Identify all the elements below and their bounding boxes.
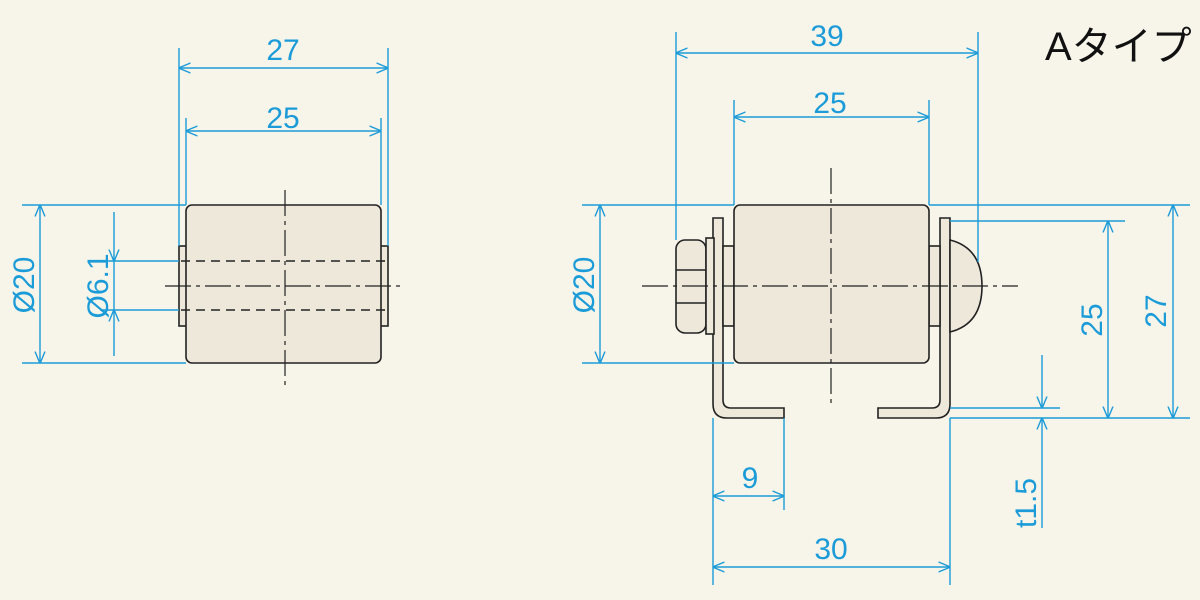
right-bracket-span-label: 30 — [814, 533, 847, 566]
bracket-left-arm — [712, 217, 785, 419]
left-roller — [165, 190, 402, 387]
left-view: 27 25 Ø20 Ø6.1 — [8, 34, 402, 387]
right-dim-thickness: t1.5 — [950, 355, 1060, 528]
left-overall-width-label: 27 — [266, 34, 299, 67]
right-bracket-height-outer-label: 27 — [1140, 294, 1173, 327]
right-dim-body-width: 25 — [733, 87, 930, 205]
right-dim-bracket-height-outer: 27 — [929, 204, 1190, 419]
right-thickness-label: t1.5 — [1010, 478, 1043, 528]
left-roller-body — [185, 204, 382, 364]
left-shaft-diameter-label: Ø6.1 — [82, 253, 115, 318]
right-overall-width-label: 39 — [810, 20, 843, 53]
left-dim-roller-diameter: Ø20 — [8, 204, 186, 364]
right-dim-bracket-span: 30 — [713, 418, 951, 585]
right-bracket-height-inner-label: 25 — [1076, 303, 1109, 336]
right-view: 39 25 Ø20 27 25 — [568, 20, 1190, 585]
right-roller-diameter-label: Ø20 — [568, 257, 601, 314]
left-dim-overall-width: 27 — [178, 34, 389, 246]
right-dim-bracket-height-inner: 25 — [950, 220, 1125, 418]
left-body-width-label: 25 — [266, 102, 299, 135]
left-dim-shaft-diameter: Ø6.1 — [82, 212, 179, 356]
right-bracket — [712, 217, 951, 419]
left-roller-diameter-label: Ø20 — [8, 257, 41, 314]
right-dim-flange-length: 9 — [712, 418, 785, 585]
left-dim-body-width: 25 — [185, 102, 382, 205]
bracket-right-arm — [877, 217, 951, 419]
right-body-width-label: 25 — [813, 87, 846, 120]
right-flange-length-label: 9 — [742, 462, 759, 495]
right-dim-overall-width: 39 — [675, 20, 979, 262]
drawing-title: Aタイプ — [1045, 25, 1192, 69]
right-dim-roller-diameter: Ø20 — [568, 204, 734, 364]
